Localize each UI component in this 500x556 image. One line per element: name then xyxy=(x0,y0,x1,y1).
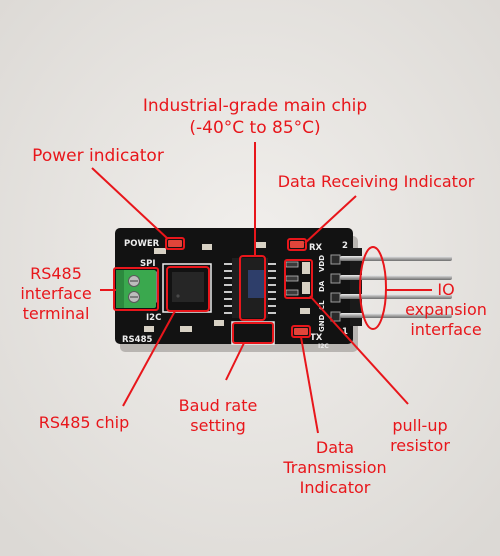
highlight-rs485-chip xyxy=(166,266,210,312)
leader-lines xyxy=(91,142,432,434)
label-rs485-terminal: RS485 interface terminal xyxy=(4,264,108,324)
highlight-main-chip xyxy=(239,255,266,321)
silk-tx: TX xyxy=(310,333,323,343)
header-pins xyxy=(340,256,452,318)
rx-led xyxy=(290,241,304,248)
highlight-power-led xyxy=(165,237,185,250)
label-tx-line2: Transmission xyxy=(283,458,387,477)
silk-spi: SPI xyxy=(140,259,156,269)
label-tx-line3: Indicator xyxy=(299,478,371,497)
silk-num2: 2 xyxy=(342,241,348,251)
label-pullup-line2: resistor xyxy=(390,436,450,455)
label-pullup-line1: pull-up xyxy=(392,416,448,435)
label-main-chip: Industrial-grade main chip (-40°C to 85°… xyxy=(110,95,400,139)
label-io-line2: expansion xyxy=(405,300,487,319)
terminal-shade xyxy=(116,270,124,308)
label-tx-line1: Data xyxy=(315,438,355,457)
label-rs485-chip: RS485 chip xyxy=(38,413,130,432)
highlight-baud xyxy=(232,322,274,344)
label-pullup-resistor: pull-up resistor xyxy=(372,416,468,456)
terminal-body xyxy=(116,270,156,308)
label-io-line3: interface xyxy=(410,320,482,339)
silk-cl: CL xyxy=(318,300,326,310)
rs485-terminal xyxy=(116,270,156,308)
label-tx-indicator: Data Transmission Indicator xyxy=(262,438,408,498)
header-spacer xyxy=(350,248,362,326)
highlight-pullup xyxy=(284,259,313,299)
label-io-line1: IO xyxy=(437,280,455,299)
label-rs485-terminal-line2: interface xyxy=(20,284,92,303)
rs485-chip xyxy=(172,272,204,302)
label-rx-indicator: Data Receiving Indicator xyxy=(277,172,475,191)
label-io-expansion: IO expansion interface xyxy=(396,280,496,340)
label-baud-line2: setting xyxy=(190,416,246,435)
header-pads xyxy=(330,254,341,322)
label-baud-line1: Baud rate xyxy=(178,396,258,415)
silk-vdd: VDD xyxy=(318,255,326,272)
label-rs485-terminal-line3: terminal xyxy=(22,304,90,323)
silk-da: DA xyxy=(318,280,326,292)
silk-gnd: GND xyxy=(318,314,326,332)
smd-resistors xyxy=(144,242,310,332)
silk-rx: RX xyxy=(309,243,323,253)
label-rs485-terminal-line1: RS485 xyxy=(30,264,82,283)
tx-led xyxy=(294,328,308,335)
highlight-rx-led xyxy=(287,238,307,251)
silk-i2c-addr: I2C xyxy=(318,343,329,350)
highlight-io-header xyxy=(359,246,387,330)
label-power-indicator: Power indicator xyxy=(32,146,164,166)
silk-rs485: RS485 xyxy=(122,335,152,345)
silk-num1: 1 xyxy=(342,327,348,337)
label-main-chip-line1: Industrial-grade main chip xyxy=(142,96,368,116)
label-baud-rate: Baud rate setting xyxy=(166,396,270,436)
silk-power: POWER xyxy=(124,239,160,249)
main-chip-sheen xyxy=(248,270,264,298)
rs485-chip-dot xyxy=(176,294,180,298)
silk-i2c: I2C xyxy=(146,313,161,323)
power-led xyxy=(168,240,182,247)
label-main-chip-line2: (-40°C to 85°C) xyxy=(189,118,321,138)
main-chip-pins xyxy=(224,263,276,314)
